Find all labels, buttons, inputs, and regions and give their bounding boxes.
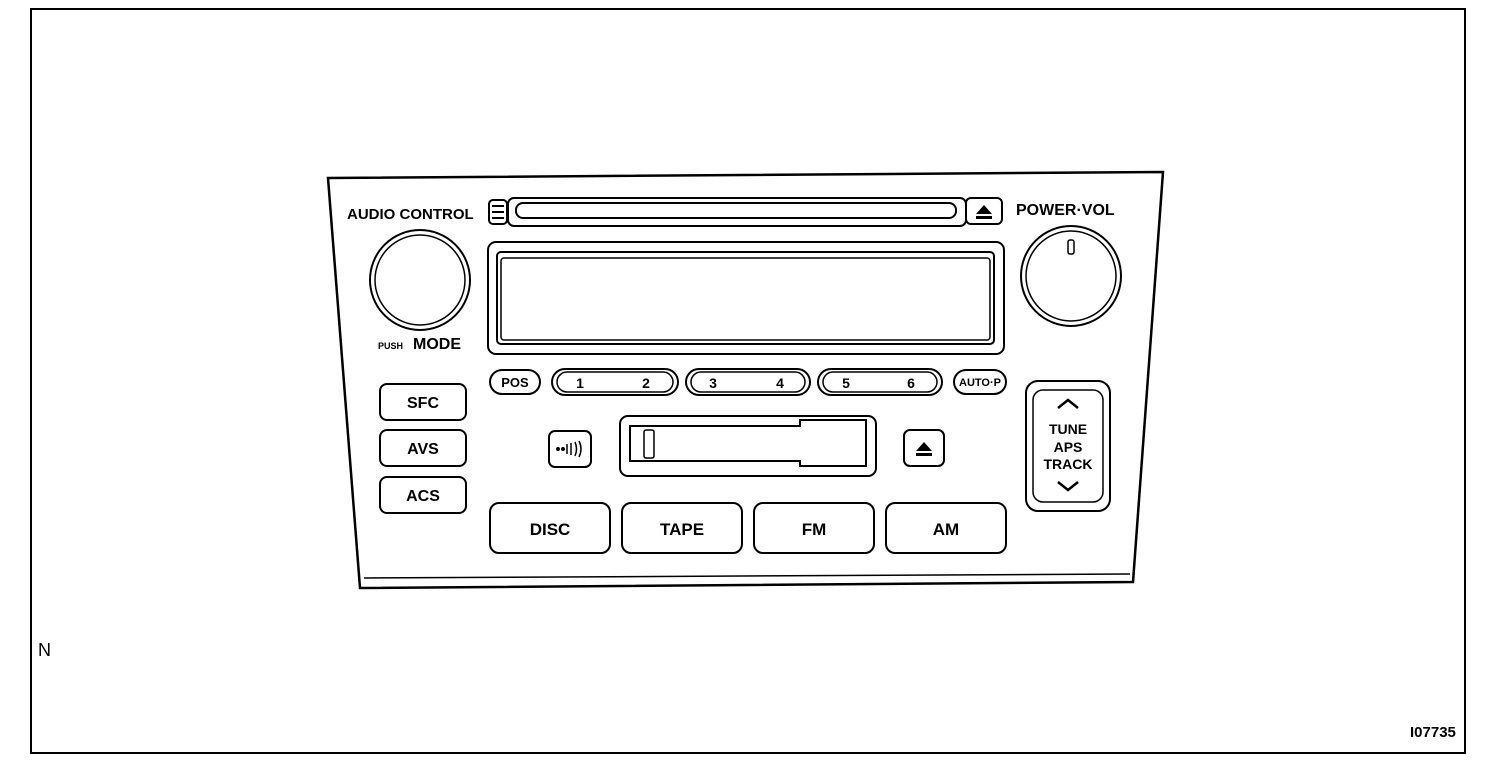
tape-label: TAPE: [660, 520, 704, 539]
auto-p-button[interactable]: [953, 369, 1007, 395]
tape-program-button[interactable]: [548, 430, 592, 468]
preset-6-label: 6: [907, 375, 915, 391]
corner-letter: N: [38, 640, 51, 660]
fm-button[interactable]: [753, 502, 875, 554]
auto-p-label: AUTO·P: [959, 377, 1001, 389]
tape-button[interactable]: [621, 502, 743, 554]
disc-label: DISC: [530, 520, 571, 539]
sfc-label: SFC: [407, 395, 439, 412]
tune-label: TUNE: [1049, 421, 1087, 437]
am-label: AM: [933, 520, 959, 539]
preset-3-4-rocker[interactable]: [685, 368, 811, 396]
am-button[interactable]: [885, 502, 1007, 554]
track-label: TRACK: [1044, 456, 1093, 472]
power-vol-label: POWER·VOL: [1016, 202, 1115, 219]
chevron-down-icon: [1057, 481, 1079, 492]
disc-button[interactable]: [489, 502, 611, 554]
preset-5-6-rocker[interactable]: [817, 368, 943, 396]
preset-4-label: 4: [776, 375, 784, 391]
audio-control-label: AUDIO CONTROL: [347, 206, 474, 223]
acs-label: ACS: [406, 488, 440, 505]
faceplate-bottom-edge: [363, 573, 1131, 579]
disc-eject-button[interactable]: [965, 197, 1003, 225]
aps-label: APS: [1054, 439, 1083, 455]
chevron-up-icon: [1057, 398, 1079, 409]
eject-icon: [916, 442, 932, 456]
pos-button[interactable]: [489, 369, 541, 395]
power-vol-knob-indicator: [1067, 239, 1075, 255]
eject-icon: [976, 205, 992, 219]
preset-2-label: 2: [642, 375, 650, 391]
tape-eject-button[interactable]: [903, 429, 945, 467]
preset-1-2-rocker[interactable]: [551, 368, 679, 396]
preset-3-label: 3: [709, 375, 717, 391]
power-vol-knob[interactable]: [1020, 225, 1122, 327]
sfc-button[interactable]: [379, 383, 467, 421]
preset-5-label: 5: [842, 375, 850, 391]
figure-frame: [30, 8, 1466, 754]
avs-button[interactable]: [379, 429, 467, 467]
avs-label: AVS: [407, 441, 439, 458]
cd-slot[interactable]: [507, 197, 967, 227]
figure-id: I07735: [1410, 724, 1456, 741]
acs-button[interactable]: [379, 476, 467, 514]
fm-label: FM: [802, 520, 827, 539]
tune-aps-track-rocker[interactable]: [1025, 380, 1111, 512]
tape-program-icon: [556, 440, 582, 458]
push-label: PUSH: [378, 341, 403, 351]
audio-control-knob[interactable]: [369, 229, 471, 331]
pos-label: POS: [501, 375, 529, 390]
cd-slot-grip: [488, 199, 508, 225]
cassette-door[interactable]: [619, 415, 877, 477]
display-panel: [487, 241, 1005, 355]
preset-1-label: 1: [576, 375, 584, 391]
mode-label: MODE: [413, 336, 461, 353]
faceplate: [326, 170, 1165, 590]
